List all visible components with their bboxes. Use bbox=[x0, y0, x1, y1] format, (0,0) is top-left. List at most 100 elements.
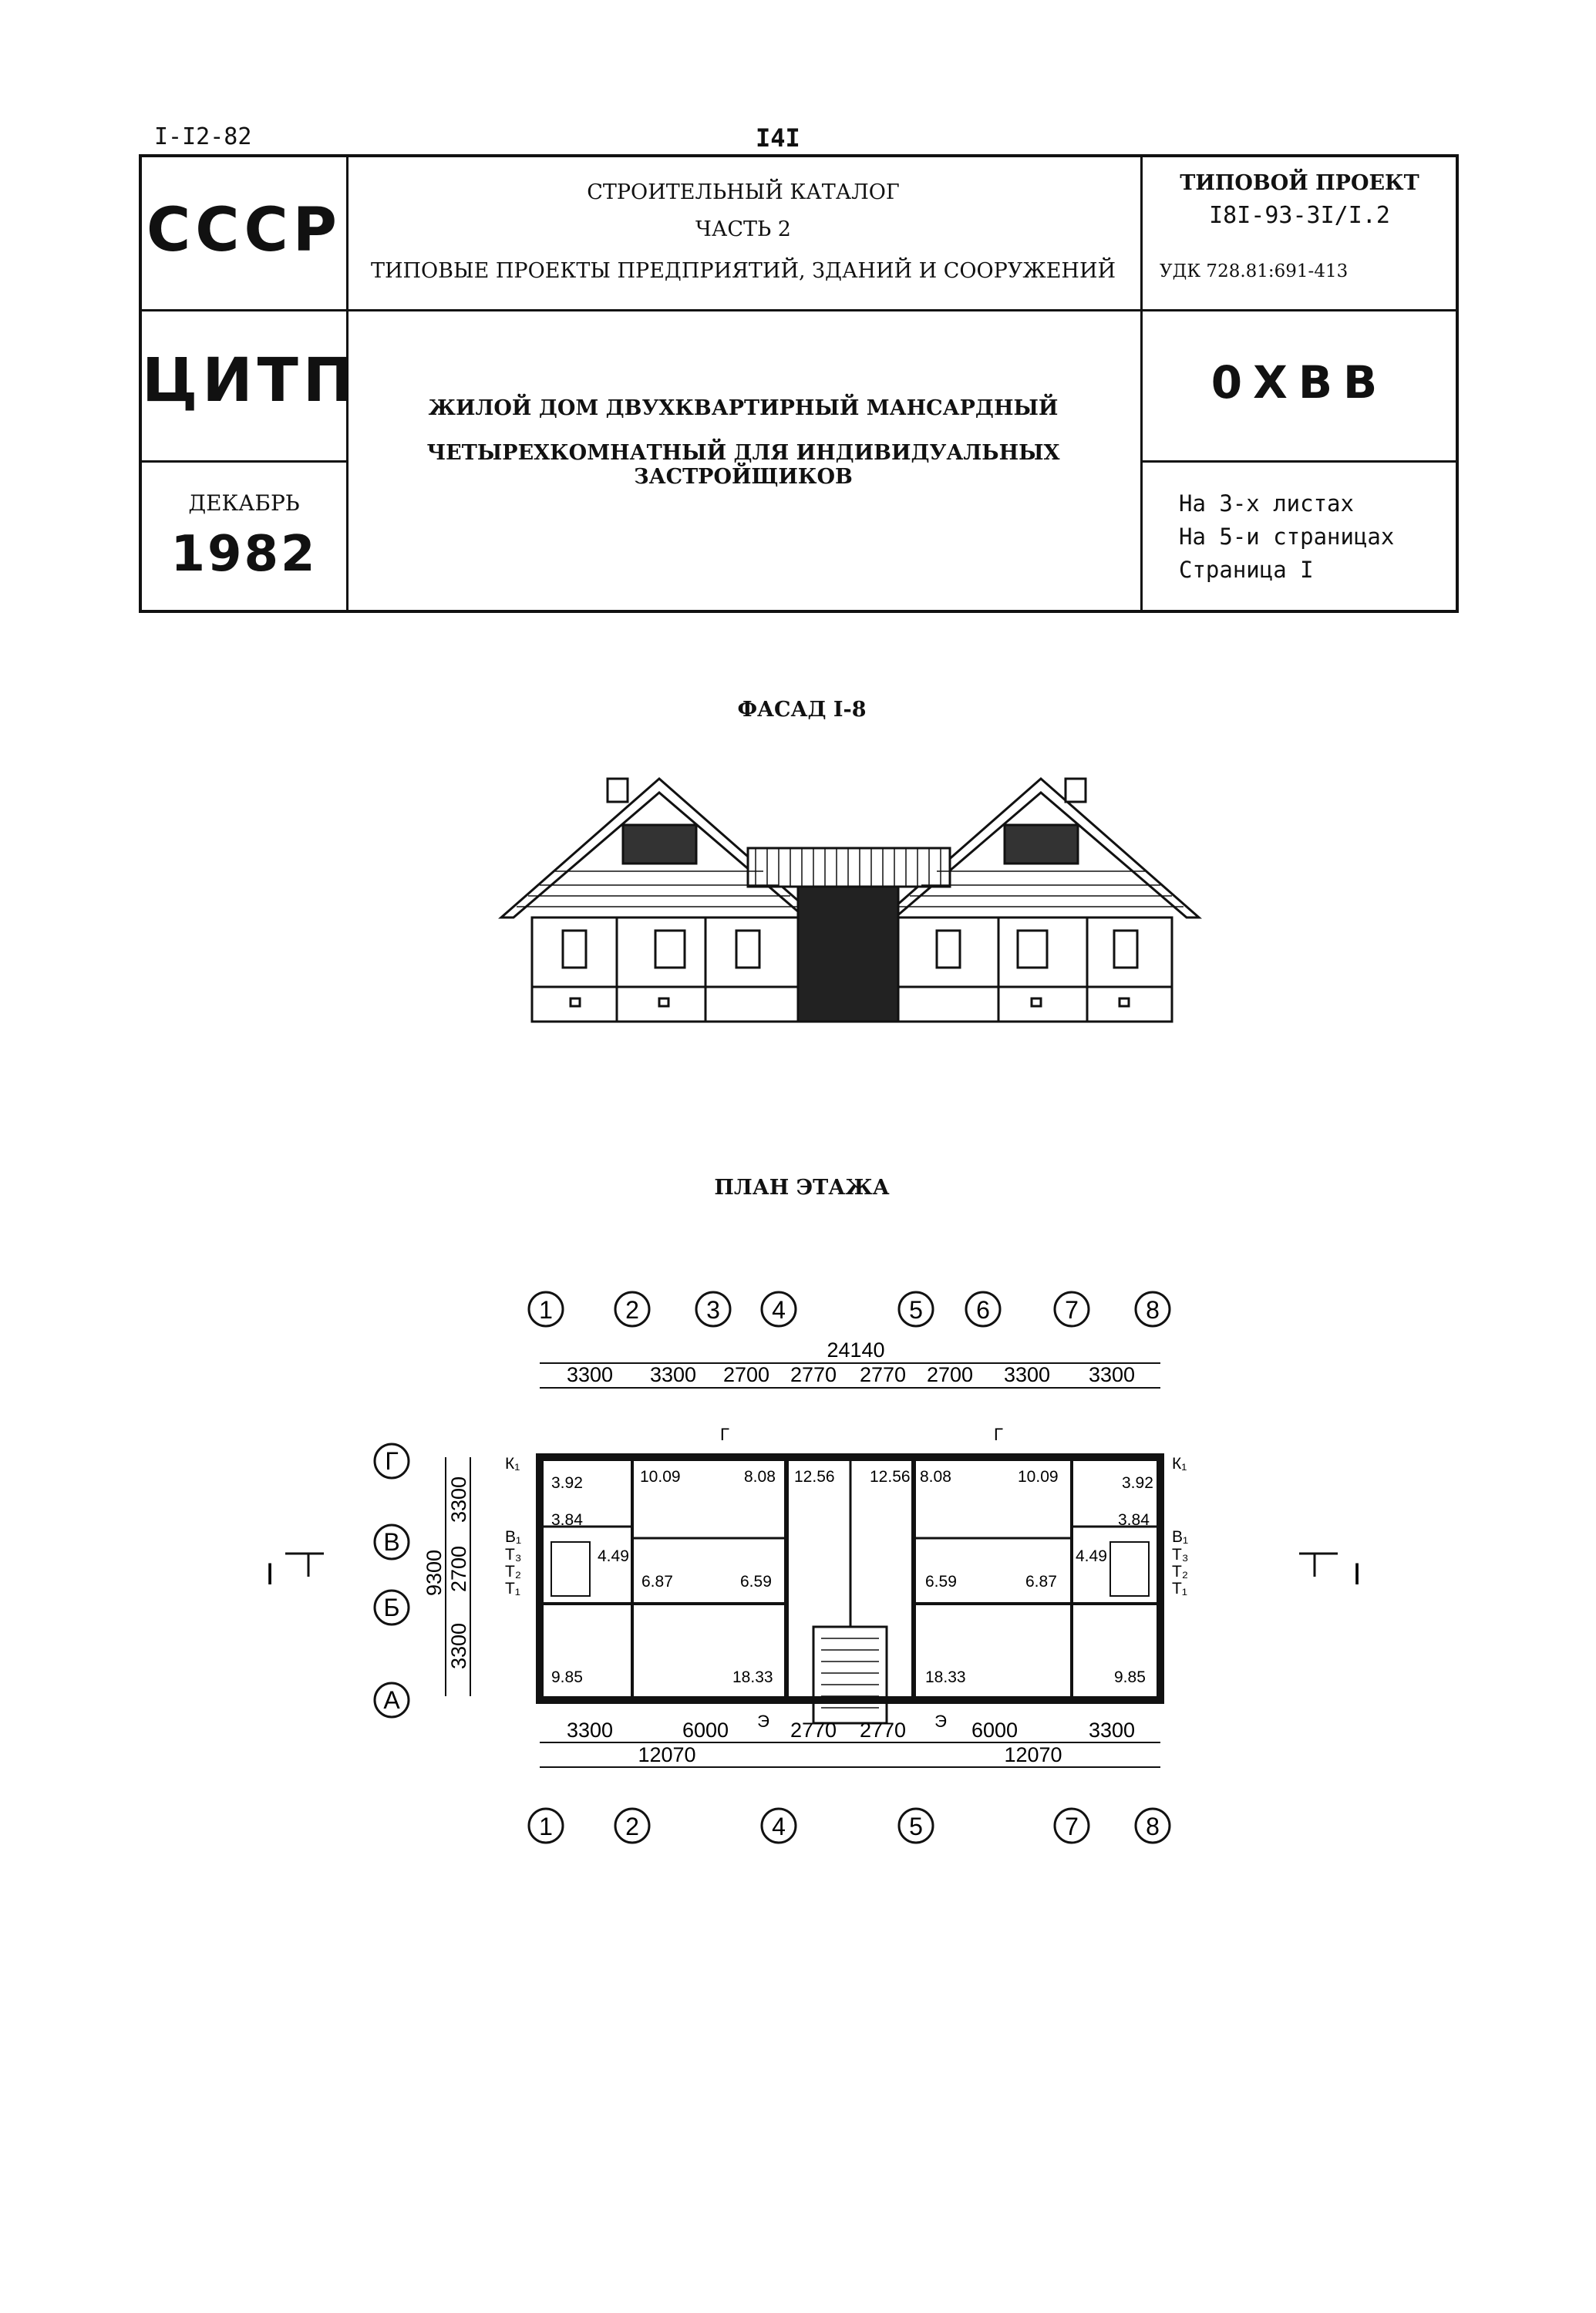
divider bbox=[142, 460, 346, 463]
room-area: 8.08 bbox=[744, 1468, 776, 1486]
room-area: 12.56 bbox=[870, 1468, 911, 1486]
dimension-label: 3300 bbox=[447, 1623, 470, 1669]
room-area: 4.49 bbox=[1076, 1547, 1107, 1565]
stamp-country: СССР bbox=[146, 196, 342, 265]
room-area: 3.84 bbox=[1118, 1511, 1150, 1529]
udk-code: УДК 728.81:691-413 bbox=[1160, 261, 1349, 281]
divider bbox=[1140, 460, 1459, 463]
axis-marker-left: А bbox=[373, 1682, 410, 1719]
utility-mark: К₁ bbox=[1172, 1455, 1187, 1473]
section-mark-left: I bbox=[265, 1557, 274, 1591]
dimension-label: 2770 bbox=[860, 1719, 906, 1742]
utility-mark: Т₃ bbox=[505, 1546, 521, 1564]
utility-mark: К₁ bbox=[505, 1455, 520, 1473]
dimension-label: 3300 bbox=[1004, 1363, 1050, 1386]
dimension-label: 3300 bbox=[567, 1363, 613, 1386]
section-mark-right: I bbox=[1352, 1557, 1361, 1591]
dimension-label: 2770 bbox=[790, 1719, 837, 1742]
catalog-line-3: ТИПОВЫЕ ПРОЕКТЫ ПРЕДПРИЯТИЙ, ЗДАНИЙ И СО… bbox=[370, 259, 1116, 283]
stamp-month: ДЕКАБРЬ bbox=[188, 490, 300, 516]
floor-plan: 1 2 3 4 5 6 7 8 24140 3300 3300 2700 277… bbox=[265, 1291, 1362, 1768]
utility-mark: В₁ bbox=[1172, 1528, 1188, 1546]
pages-count: На 5-и страницах bbox=[1179, 524, 1395, 550]
section-mark-small: Э bbox=[757, 1712, 769, 1731]
utility-mark: Т₃ bbox=[1172, 1546, 1188, 1564]
svg-text:4: 4 bbox=[772, 1296, 786, 1324]
utility-mark: Т₁ bbox=[1172, 1580, 1187, 1598]
room-area: 18.33 bbox=[925, 1668, 966, 1686]
room-area: 6.87 bbox=[641, 1573, 673, 1591]
project-code: 0ХВВ bbox=[1210, 356, 1389, 409]
dimension-total: 9300 bbox=[423, 1550, 446, 1596]
project-number: I8I-93-3I/I.2 bbox=[1209, 202, 1390, 229]
axis-marker-bottom: 5 bbox=[897, 1807, 934, 1844]
svg-text:3: 3 bbox=[706, 1296, 720, 1324]
axis-marker-bottom: 1 bbox=[527, 1807, 564, 1844]
room-area: 3.92 bbox=[1122, 1474, 1153, 1492]
room-area: 6.59 bbox=[740, 1573, 772, 1591]
axis-marker-left: В bbox=[373, 1523, 410, 1561]
axis-marker-bottom: 8 bbox=[1134, 1807, 1171, 1844]
room-area: 10.09 bbox=[1018, 1468, 1059, 1486]
room-area: 3.84 bbox=[551, 1511, 583, 1529]
utility-mark: В₁ bbox=[505, 1528, 521, 1546]
plan-title: ПЛАН ЭТАЖА bbox=[714, 1176, 890, 1200]
dimension-label: 3300 bbox=[447, 1476, 470, 1523]
dimension-total: 12070 bbox=[1004, 1743, 1062, 1766]
dimension-label: 2770 bbox=[860, 1363, 906, 1386]
axis-marker-top: 4 bbox=[760, 1291, 797, 1328]
utility-mark: Т₂ bbox=[1172, 1563, 1188, 1581]
stamp-org: ЦИТП bbox=[142, 346, 359, 416]
room-area: 10.09 bbox=[640, 1468, 681, 1486]
room-area: 6.87 bbox=[1025, 1573, 1057, 1591]
section-mark-small: Г bbox=[720, 1425, 729, 1444]
facade-drawing bbox=[498, 777, 1202, 1023]
dimension-label: 2770 bbox=[790, 1363, 837, 1386]
dimension-label: 3300 bbox=[650, 1363, 696, 1386]
room-area: 9.85 bbox=[1114, 1668, 1146, 1686]
overall-dimension: 24140 bbox=[827, 1338, 884, 1362]
svg-text:5: 5 bbox=[909, 1296, 923, 1324]
bottom-axis-markers: 1 2 4 5 7 8 bbox=[527, 1807, 1171, 1844]
axis-marker-bottom: 2 bbox=[614, 1807, 651, 1844]
title-block: СССР ЦИТП ДЕКАБРЬ 1982 СТРОИТЕЛЬНЫЙ КАТА… bbox=[139, 154, 1459, 613]
catalog-line-1: СТРОИТЕЛЬНЫЙ КАТАЛОГ bbox=[587, 180, 900, 204]
axis-marker-left: Г bbox=[373, 1443, 410, 1480]
catalog-line-2: ЧАСТЬ 2 bbox=[695, 217, 791, 241]
axis-marker-top: 8 bbox=[1134, 1291, 1171, 1328]
axis-marker-top: 6 bbox=[965, 1291, 1002, 1328]
svg-text:Г: Г bbox=[385, 1447, 398, 1475]
divider bbox=[142, 309, 1459, 311]
axis-marker-bottom: 7 bbox=[1053, 1807, 1090, 1844]
dimension-label: 3300 bbox=[1089, 1363, 1135, 1386]
svg-text:А: А bbox=[383, 1686, 400, 1714]
axis-marker-top: 3 bbox=[695, 1291, 732, 1328]
axis-marker-left: Б bbox=[373, 1589, 410, 1626]
svg-text:8: 8 bbox=[1146, 1813, 1160, 1840]
svg-text:Б: Б bbox=[384, 1594, 400, 1621]
svg-text:5: 5 bbox=[909, 1813, 923, 1840]
dimension-label: 2700 bbox=[447, 1546, 470, 1592]
svg-text:7: 7 bbox=[1065, 1813, 1079, 1840]
room-area: 8.08 bbox=[920, 1468, 951, 1486]
dimension-total: 12070 bbox=[638, 1743, 695, 1766]
dimension-label: 2700 bbox=[927, 1363, 973, 1386]
svg-text:7: 7 bbox=[1065, 1296, 1079, 1324]
dimension-label: 3300 bbox=[567, 1719, 613, 1742]
project-title-line-2: ЧЕТЫРЕХКОМНАТНЫЙ ДЛЯ ИНДИВИДУАЛЬНЫХ ЗАСТ… bbox=[426, 441, 1060, 489]
utility-mark: Т₂ bbox=[505, 1563, 521, 1581]
svg-text:В: В bbox=[383, 1528, 399, 1556]
project-title-line-1: ЖИЛОЙ ДОМ ДВУХКВАРТИРНЫЙ МАНСАРДНЫЙ bbox=[428, 396, 1059, 420]
page-number: I4I bbox=[756, 123, 800, 153]
divider bbox=[1140, 157, 1143, 610]
axis-marker-top: 2 bbox=[614, 1291, 651, 1328]
series-code: I-I2-82 bbox=[154, 123, 252, 150]
sheets-count: На 3-х листах bbox=[1179, 490, 1354, 517]
dimension-label: 6000 bbox=[682, 1719, 729, 1742]
section-mark-small: Э bbox=[934, 1712, 947, 1731]
svg-text:4: 4 bbox=[772, 1813, 786, 1840]
svg-text:2: 2 bbox=[625, 1813, 639, 1840]
svg-text:1: 1 bbox=[539, 1296, 553, 1324]
room-area: 18.33 bbox=[732, 1668, 773, 1686]
facade-title: ФАСАД I-8 bbox=[737, 698, 867, 722]
